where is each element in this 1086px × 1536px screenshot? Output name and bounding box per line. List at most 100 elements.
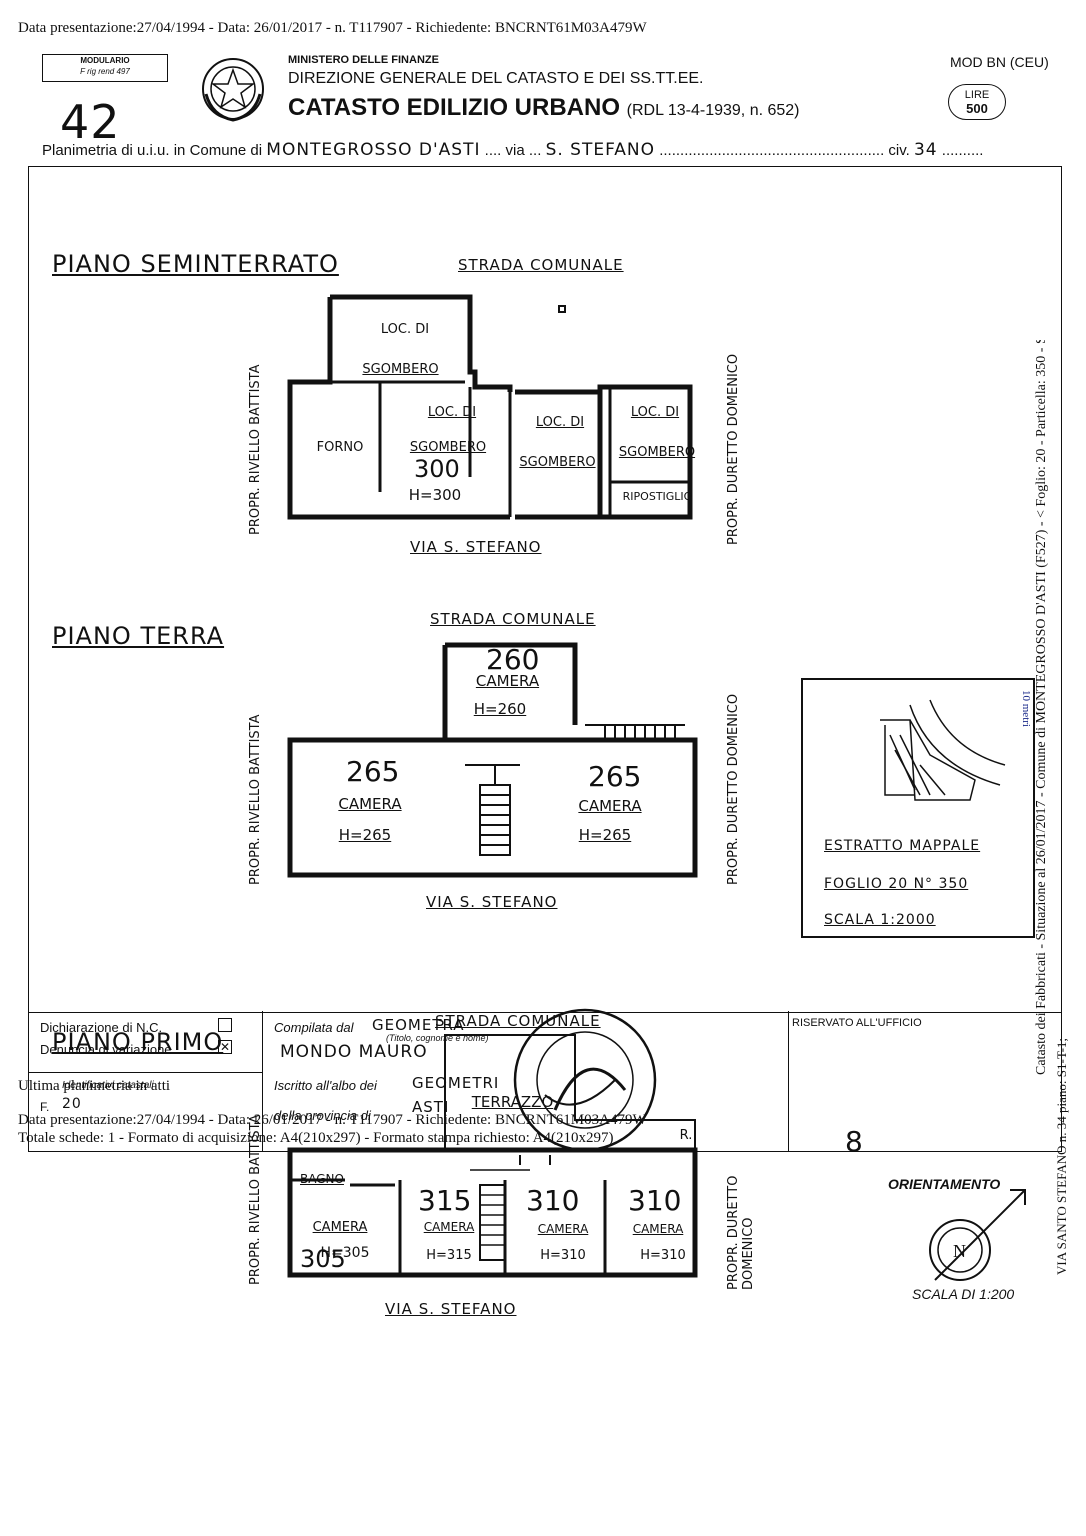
primo-terrazzo: TERRAZZO <box>471 1093 554 1111</box>
provincia-label: della provincia di <box>274 1108 371 1123</box>
scala-label: SCALA DI 1:200 <box>912 1286 1015 1302</box>
seminterrato-plan <box>287 294 693 520</box>
primo-c2-name: CAMERA <box>423 1220 475 1234</box>
room-loc3-a: LOC. DI <box>535 415 585 430</box>
planimetria-prefix: Planimetria di u.i.u. in Comune di <box>42 142 263 159</box>
primo-plan <box>287 1034 698 1278</box>
f-value: 20 <box>62 1096 82 1112</box>
terra-right-room-height: H=265 <box>578 826 632 844</box>
terra-right-number: 265 <box>588 760 642 793</box>
modulario-box: MODULARIO F rig rend 497 <box>42 54 168 82</box>
modulario-label: MODULARIO <box>80 56 130 65</box>
compilata-name: MONDO MAURO <box>280 1042 428 1062</box>
terra-left-room-name: CAMERA <box>338 795 402 813</box>
presentation-info-line: Data presentazione:27/04/1994 - Data: 26… <box>18 20 647 36</box>
road-bottom-seminterrato: VIA S. STEFANO <box>410 538 542 556</box>
road-top-seminterrato: STRADA COMUNALE <box>458 256 624 274</box>
compass-icon: N <box>929 1189 1026 1281</box>
primo-c1-number: 305 <box>300 1245 346 1273</box>
room-loc2-a: LOC. DI <box>427 405 477 420</box>
room-forno: FORNO <box>316 440 364 455</box>
terra-left-number: 265 <box>346 755 400 788</box>
terra-left-room-height: H=265 <box>338 826 392 844</box>
right-owner-seminterrato: PROPR. DURETTO DOMENICO <box>726 353 741 545</box>
totale-schede-line: Totale schede: 1 - Formato di acquisizio… <box>18 1130 614 1146</box>
page-number: 8 <box>845 1125 864 1158</box>
svg-text:N: N <box>953 1241 966 1261</box>
handwritten-number: 42 <box>60 95 121 149</box>
republic-emblem-icon <box>202 58 264 122</box>
comune-value: MONTEGROSSO D'ASTI <box>266 140 481 160</box>
estratto-title: ESTRATTO MAPPALE <box>824 838 981 854</box>
lire-label: LIRE <box>964 89 990 101</box>
primo-c4-name: CAMERA <box>632 1222 684 1236</box>
iscritto-label: Iscritto all'albo dei <box>274 1078 377 1093</box>
floor-title-seminterrato: PIANO SEMINTERRATO <box>52 250 339 278</box>
primo-c1-height: H=305 <box>320 1245 370 1261</box>
ultima-planimetria: Ultima planimetria in atti <box>18 1078 171 1094</box>
room-loc1-b: SGOMBERO <box>362 362 439 377</box>
primo-r-label: R. <box>679 1128 693 1143</box>
estratto-scala: SCALA 1:2000 <box>824 912 936 928</box>
denuncia-label: Denuncia di variazione <box>40 1042 172 1057</box>
primo-c2-height: H=315 <box>426 1248 472 1263</box>
estratto-mappale-box <box>801 678 1035 938</box>
terra-top-number: 260 <box>486 643 540 676</box>
lire-stamp: LIRE 500 <box>948 84 1006 120</box>
primo-c3-height: H=310 <box>540 1248 586 1263</box>
terra-right-room-name: CAMERA <box>578 797 642 815</box>
catasto-title: CATASTO EDILIZIO URBANO (RDL 13-4-1939, … <box>288 94 800 122</box>
road-bottom-primo: VIA S. STEFANO <box>385 1300 517 1318</box>
room-seminterrato-number: 300 <box>414 455 460 483</box>
dichiarazione-checkbox[interactable] <box>218 1018 232 1032</box>
lire-value: 500 <box>966 101 988 116</box>
primo-bagno: BAGNO <box>300 1172 344 1186</box>
iscritto-value: GEOMETRI <box>412 1074 500 1092</box>
orientamento-label: ORIENTAMENTO <box>888 1176 1001 1192</box>
left-owner-seminterrato: PROPR. RIVELLO BATTISTA <box>248 364 263 535</box>
side-cadastre-text: Catasto dei Fabbricati - Situazione al 2… <box>1034 340 1049 1075</box>
left-owner-terra: PROPR. RIVELLO BATTISTA <box>248 714 263 885</box>
provincia-value: ASTI <box>412 1098 450 1116</box>
mod-bn-label: MOD BN (CEU) <box>950 54 1049 70</box>
terra-top-room-height: H=260 <box>473 700 527 718</box>
compilata-label: Compilata dal <box>274 1020 354 1035</box>
room-loc3-b: SGOMBERO <box>519 455 596 470</box>
terra-plan <box>287 642 698 878</box>
repeat-info-line: Data presentazione:27/04/1994 - Data: 26… <box>18 1112 647 1128</box>
footer-h-divider <box>28 1072 262 1073</box>
surveyor-stamp-icon <box>513 1008 657 1150</box>
road-top-terra: STRADA COMUNALE <box>430 610 596 628</box>
primo-c3-number: 310 <box>526 1184 580 1217</box>
f-label: F. <box>40 1100 50 1114</box>
room-loc4-a: LOC. DI <box>630 405 680 420</box>
dichiarazione-label: Dichiarazione di N.C. <box>40 1020 163 1035</box>
identificativi-label: Identificativi catastali <box>62 1080 154 1091</box>
civ-label: civ. <box>888 142 910 159</box>
road-bottom-terra: VIA S. STEFANO <box>426 893 558 911</box>
primo-c3-name: CAMERA <box>537 1222 589 1236</box>
drawing-frame <box>28 166 1062 1013</box>
titolo-hint: (Titolo, cognome e nome) <box>386 1033 489 1043</box>
via-label: via <box>505 142 525 159</box>
room-loc1-a: LOC. DI <box>380 322 430 337</box>
riservato-label: RISERVATO ALL'UFFICIO <box>792 1017 922 1029</box>
denuncia-checkbox-checked[interactable]: ✕ <box>218 1040 232 1054</box>
road-top-primo: STRADA COMUNALE <box>435 1012 601 1030</box>
ruler-label: 10 metri <box>1020 690 1032 727</box>
rdl-reference: (RDL 13-4-1939, n. 652) <box>626 102 800 119</box>
primo-c2-number: 315 <box>418 1184 472 1217</box>
modulario-sub: F rig rend 497 <box>80 67 130 76</box>
room-loc4-b: SGOMBERO <box>618 445 696 460</box>
room-loc2-b: SGOMBERO <box>409 440 487 455</box>
direzione-label: DIREZIONE GENERALE DEL CATASTO E DEI SS.… <box>288 70 704 87</box>
planimetria-line: Planimetria di u.i.u. in Comune di MONTE… <box>42 140 984 160</box>
civ-value: 34 <box>913 140 938 160</box>
estratto-foglio: FOGLIO 20 N° 350 <box>824 876 969 892</box>
terra-top-room-name: CAMERA <box>475 672 540 690</box>
primo-c1-name: CAMERA <box>312 1220 368 1235</box>
footer-divider-1 <box>262 1011 263 1151</box>
room-seminterrato-height: H=300 <box>408 486 462 504</box>
compilata-value: GEOMETRA <box>372 1016 465 1034</box>
mappale-sketch-icon <box>880 699 1006 801</box>
